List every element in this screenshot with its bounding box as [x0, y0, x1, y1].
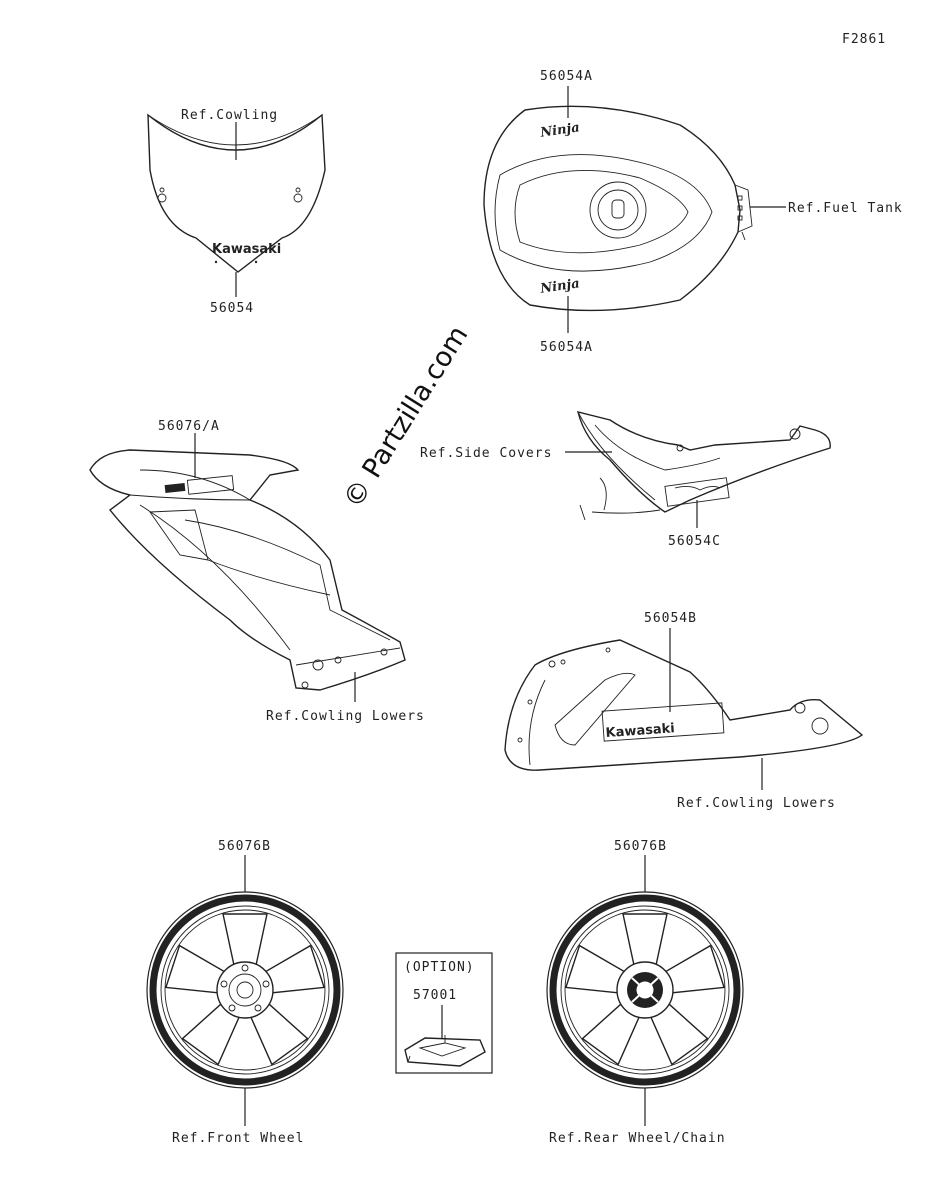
label-part-56076a: 56076/A [158, 419, 220, 434]
label-part-56054c: 56054C [668, 534, 721, 549]
label-part-56076b-left: 56076B [218, 839, 271, 854]
option-box: (OPTION) 57001 [395, 952, 493, 1074]
label-ref-front-wheel: Ref.Front Wheel [172, 1131, 304, 1146]
label-part-56054: 56054 [210, 301, 254, 316]
label-ref-cowling: Ref.Cowling [181, 108, 278, 123]
tank-logo-top: Ninja [539, 120, 581, 140]
front-wheel-drawing [146, 891, 344, 1089]
label-part-56054a-top: 56054A [540, 69, 593, 84]
fuel-tank-drawing: Ninja Ninja [483, 105, 753, 312]
label-option: (OPTION) [404, 960, 475, 975]
label-ref-side-covers: Ref.Side Covers [420, 446, 552, 461]
tool-part-drawing [404, 1035, 486, 1067]
label-ref-cowling-lowers-left: Ref.Cowling Lowers [266, 709, 425, 724]
lower-cowl-logo-text: Kawasaki [605, 721, 675, 741]
label-ref-rear-wheel: Ref.Rear Wheel/Chain [549, 1131, 726, 1146]
tank-logo-bottom: Ninja [539, 276, 581, 296]
middle-cowl-drawing [89, 449, 406, 691]
watermark: © Partzilla.com [338, 321, 475, 514]
label-ref-cowling-lowers-right: Ref.Cowling Lowers [677, 796, 836, 811]
label-part-56054b: 56054B [644, 611, 697, 626]
side-cover-drawing [577, 411, 831, 521]
windscreen-drawing: Kawasaki [147, 113, 326, 273]
lower-cowl-drawing: Kawasaki [504, 639, 864, 771]
label-part-56076b-right: 56076B [614, 839, 667, 854]
label-part-57001: 57001 [413, 988, 457, 1003]
windscreen-logo-text: Kawasaki [212, 242, 281, 257]
label-ref-fuel-tank: Ref.Fuel Tank [788, 201, 903, 216]
rear-wheel-drawing [546, 891, 744, 1089]
label-part-56054a-bottom: 56054A [540, 340, 593, 355]
figure-code: F2861 [842, 32, 886, 47]
